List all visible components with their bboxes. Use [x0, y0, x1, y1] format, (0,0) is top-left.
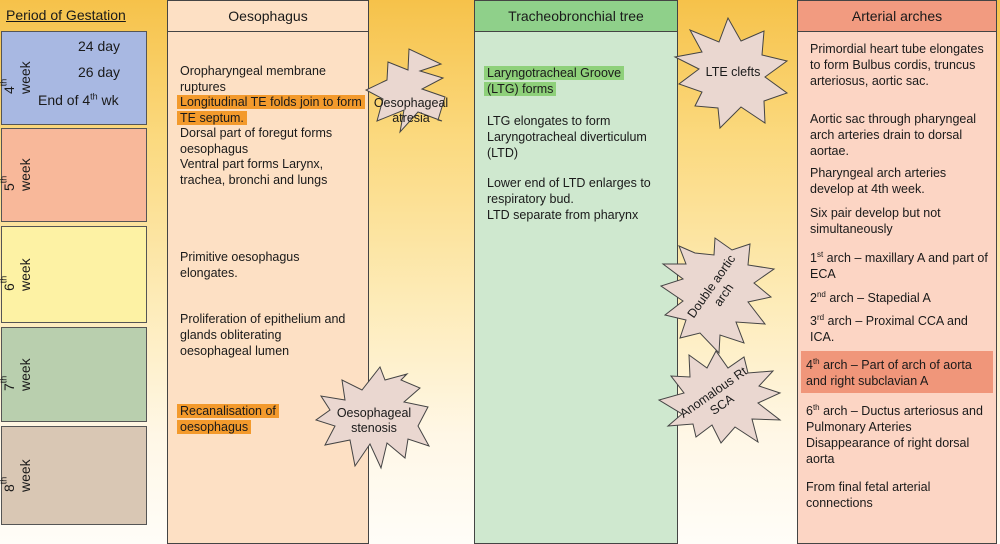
oesophagus-text-ventral: Ventral part forms Larynx, trachea, bron… [180, 157, 328, 187]
arterial-arches-column: Arterial arches Primordial heart tube el… [797, 0, 997, 544]
arch-2: 2nd arch – Stapedial A [810, 289, 931, 305]
trachea-text-separate: LTD separate from pharynx [487, 208, 639, 222]
oesophageal-atresia-label: Oesophageal atresia [373, 96, 449, 125]
arch-3: 3rd arch – Proximal CCA and ICA. [810, 312, 968, 344]
burst-anomalous-rt-sca [657, 350, 782, 444]
burst-double-aortic-arch [659, 237, 776, 355]
oesophagus-text-proliferation: Proliferation of epithelium and glands o… [180, 312, 346, 358]
arterial-arches-header: Arterial arches [798, 1, 996, 32]
oesophageal-stenosis-label: Oesophageal stenosis [336, 406, 412, 435]
trachea-text-respiratory-bud: Lower end of LTD enlarges to respiratory… [487, 176, 651, 206]
tracheobronchial-column: Tracheobronchial tree Laryngotracheal Gr… [474, 0, 678, 544]
oesophagus-column: Oesophagus Oropharyngeal membrane ruptur… [167, 0, 369, 544]
arches-text-heart-tube: Primordial heart tube elongates to form … [810, 42, 984, 88]
arch-1: 1st arch – maxillary A and part of ECA [810, 249, 988, 281]
day-end-4th-week: End of 4th wk [38, 91, 119, 108]
arches-text-final: From final fetal arterial connections [806, 480, 931, 510]
arch-4: 4th arch – Part of arch of aorta and rig… [806, 356, 972, 388]
burst-oesophageal-stenosis [314, 365, 431, 470]
oesophagus-text-elongates: Primitive oesophagus elongates. [180, 250, 300, 280]
oesophagus-text-dorsal: Dorsal part of foregut forms oesophagus [180, 126, 333, 156]
period-header: Period of Gestation [6, 7, 126, 23]
burst-lte-clefts [673, 16, 789, 130]
day-26: 26 day [78, 64, 121, 80]
oesophagus-text-recanalisation: Recanalisation of oesophagus [177, 403, 297, 435]
arches-text-aortic-sac: Aortic sac through pharyngeal arch arter… [810, 112, 977, 158]
lte-clefts-label: LTE clefts [705, 64, 761, 79]
arch-4-highlight [801, 351, 993, 393]
burst-oesophageal-atresia [364, 48, 446, 134]
oesophagus-text-te-folds: Longitudinal TE folds join to form TE se… [177, 94, 365, 126]
oesophagus-header: Oesophagus [168, 1, 368, 32]
oesophagus-text-membrane: Oropharyngeal membrane ruptures [180, 64, 326, 94]
trachea-text-ltd: LTG elongates to form Laryngotracheal di… [487, 114, 647, 160]
day-24: 24 day [78, 38, 121, 54]
arches-text-develop: Pharyngeal arch arteries develop at 4th … [810, 166, 947, 196]
tracheobronchial-header: Tracheobronchial tree [475, 1, 677, 32]
trachea-text-ltg: Laryngotracheal Groove (LTG) forms [484, 65, 654, 97]
arch-6: 6th arch – Ductus arteriosus and Pulmona… [806, 402, 983, 466]
arches-text-six-pair: Six pair develop but not simultaneously [810, 206, 941, 236]
